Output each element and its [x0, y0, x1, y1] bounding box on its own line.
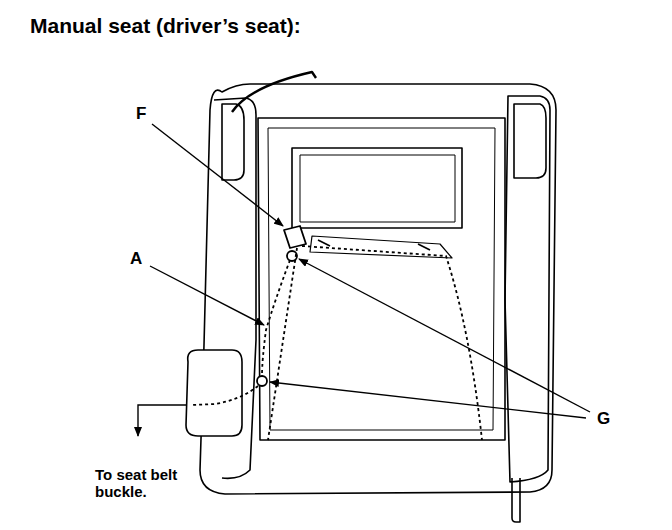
callout-letter: A — [130, 249, 142, 269]
note-text: To seat belt buckle. — [95, 466, 230, 501]
callout-letter: G — [597, 409, 610, 429]
callout-letter: F — [136, 104, 146, 124]
diagram-title: Manual seat (driver’s seat): — [30, 14, 301, 38]
